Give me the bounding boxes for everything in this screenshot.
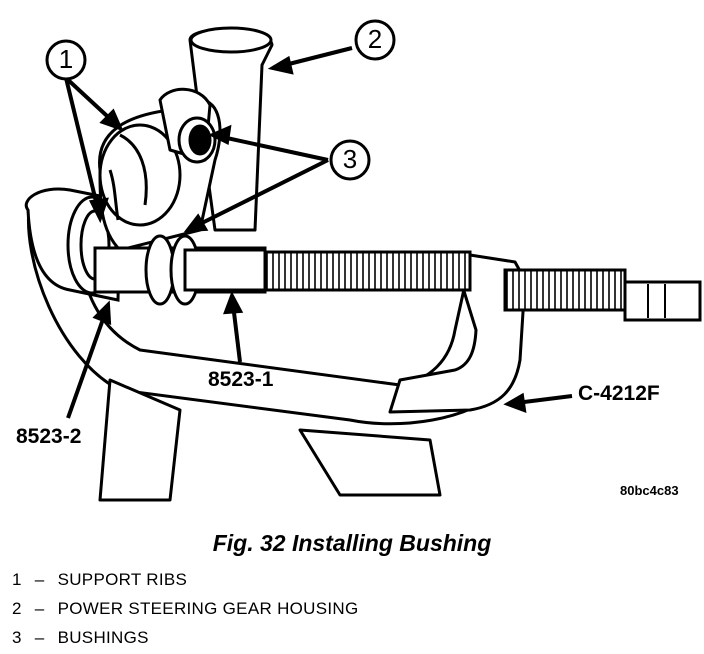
- bushing-installation-illustration: [24, 19, 702, 502]
- legend-number: 1: [12, 570, 22, 589]
- tool-label-8523-1: 8523-1: [208, 368, 274, 391]
- callout-2-label: 2: [367, 24, 383, 54]
- press-rod: [93, 234, 267, 306]
- legend-number: 2: [12, 599, 22, 618]
- legend-item-1: 1 – SUPPORT RIBS: [12, 570, 187, 590]
- figure-caption: Fig. 32 Installing Bushing: [212, 530, 492, 556]
- legend-item-3: 3 – BUSHINGS: [12, 628, 149, 648]
- callout-3-label: 3: [342, 144, 358, 174]
- callout-1-label: 1: [58, 44, 74, 74]
- leader-arrows: [64, 46, 573, 419]
- clamp-frame: [27, 198, 522, 502]
- support-ribs: [108, 133, 148, 221]
- legend-dash: –: [34, 628, 45, 647]
- image-code: 80bc4c83: [620, 483, 679, 498]
- threaded-screw: [263, 250, 702, 322]
- legend-item-2: 2 – POWER STEERING GEAR HOUSING: [12, 599, 359, 619]
- tool-label-c-4212f: C-4212F: [578, 382, 660, 405]
- legend-text: POWER STEERING GEAR HOUSING: [57, 599, 359, 618]
- tool-label-8523-2: 8523-2: [16, 425, 82, 448]
- callout-circles: [45, 19, 396, 181]
- legend-text: BUSHINGS: [57, 628, 149, 647]
- upper-bushing: [177, 116, 217, 164]
- legend-number: 3: [12, 628, 22, 647]
- legend-dash: –: [34, 599, 45, 618]
- legend-dash: –: [34, 570, 45, 589]
- c-clamp-upright: [388, 253, 527, 414]
- legend-text: SUPPORT RIBS: [57, 570, 188, 589]
